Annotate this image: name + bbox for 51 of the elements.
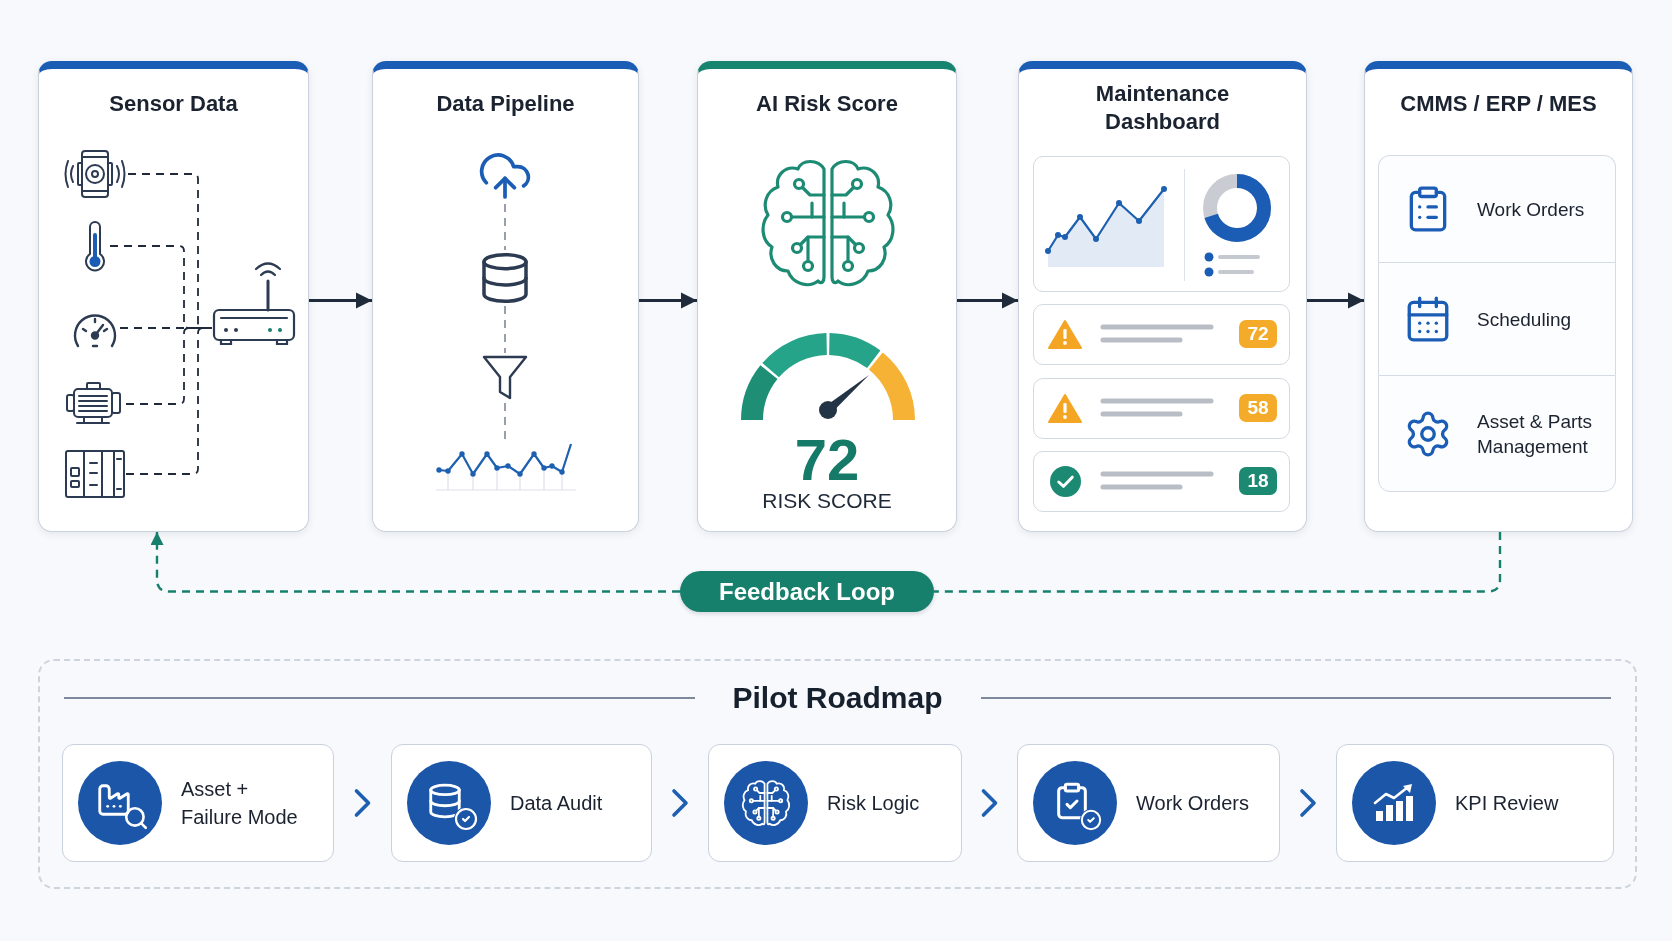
- step-label: Asset + Failure Mode: [181, 777, 299, 830]
- panel-title: Data Pipeline: [436, 90, 575, 118]
- row-label: Asset & Parts Management: [1477, 409, 1594, 459]
- dashed-line: [934, 532, 1502, 593]
- list-row: [1378, 155, 1616, 262]
- dashed-line: [504, 203, 506, 251]
- alert-row: [1033, 378, 1290, 439]
- step-card: [391, 744, 652, 862]
- panel-card: [372, 61, 639, 532]
- panel-title: CMMS / ERP / MES: [1400, 90, 1597, 118]
- step-label: KPI Review: [1455, 791, 1559, 816]
- dashed-arrow: [150, 532, 680, 593]
- score-badge: 72: [1239, 320, 1277, 348]
- step-card: [708, 744, 962, 862]
- arrow: [957, 292, 1018, 309]
- dashed-line: [504, 305, 506, 354]
- arrow: [309, 292, 372, 309]
- dashed-line: [504, 402, 506, 441]
- list-row: [1378, 375, 1616, 492]
- section-title: Pilot Roadmap: [732, 680, 943, 716]
- roadmap-frame: [38, 659, 1637, 889]
- loop-pill: Feedback Loop: [680, 571, 934, 612]
- arrow: [639, 292, 697, 309]
- panel-card: [1018, 61, 1307, 532]
- panel-title: AI Risk Score: [756, 90, 898, 118]
- chevron-arrow: [1300, 789, 1316, 817]
- row-label: Work Orders: [1477, 197, 1585, 222]
- list-row: [1378, 262, 1616, 375]
- score-badge: 18: [1239, 467, 1277, 495]
- score-badge: 58: [1239, 394, 1277, 422]
- panel-title: Sensor Data: [109, 90, 238, 118]
- chevron-arrow: [672, 789, 688, 817]
- step-label: Work Orders: [1136, 791, 1249, 816]
- panel-card: [38, 61, 309, 532]
- vibration-sensor-icon: [62, 148, 128, 200]
- panel-card: [697, 61, 957, 532]
- step-card: [62, 744, 334, 862]
- step-card: [1336, 744, 1614, 862]
- row-label: Scheduling: [1477, 307, 1572, 332]
- step-label: Data Audit: [510, 791, 603, 816]
- arrow: [1307, 292, 1364, 309]
- panel-card: [1364, 61, 1633, 532]
- chevron-arrow: [981, 789, 998, 817]
- control-panel-icon: [64, 449, 126, 499]
- panel-title: Maintenance Dashboard: [1094, 80, 1231, 136]
- alert-row: [1033, 304, 1290, 365]
- step-card: [1017, 744, 1280, 862]
- step-label: Risk Logic: [827, 791, 920, 816]
- dashed-line: [125, 327, 213, 475]
- chevron-arrow: [354, 789, 371, 817]
- alert-row: [1033, 451, 1290, 512]
